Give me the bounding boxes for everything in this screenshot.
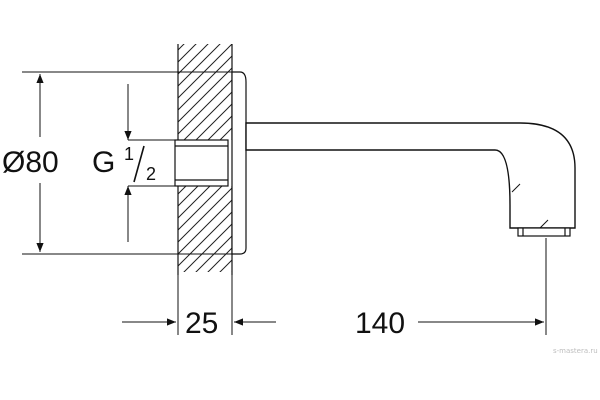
dimension-bottom [122, 186, 547, 335]
label-spout-length: 140 [355, 307, 405, 340]
thread-fraction-slash [133, 145, 145, 183]
dimension-thread [124, 84, 175, 242]
label-thread-numerator: 1 [124, 144, 134, 164]
watermark: s-mastera.ru [553, 347, 598, 355]
dimension-flange-diameter [22, 71, 240, 255]
spout-outlet [517, 227, 571, 237]
wall-flange [231, 71, 247, 255]
spout-body [245, 122, 576, 229]
label-wall-depth: 25 [185, 307, 218, 340]
spout-shading [511, 183, 549, 229]
label-thread-denominator: 2 [146, 164, 156, 184]
thread-nipple [174, 139, 229, 187]
label-flange-diameter: Ø80 [2, 146, 59, 179]
label-thread-g: G [92, 146, 115, 179]
